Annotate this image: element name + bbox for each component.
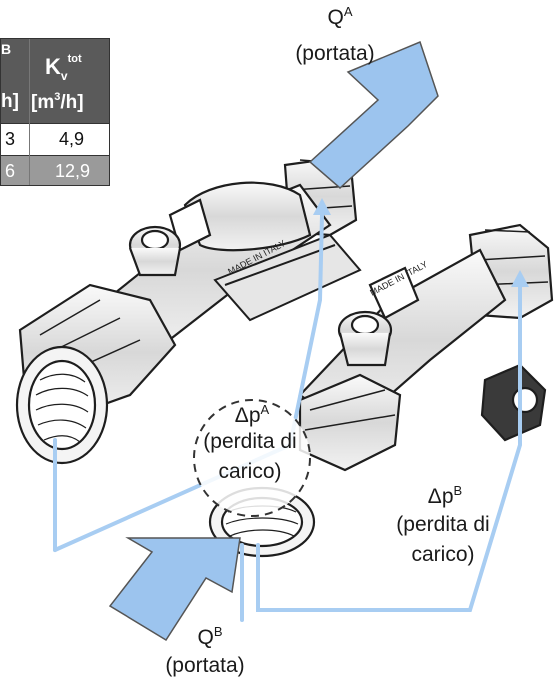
label-dpb: ΔpB <box>427 483 463 508</box>
pressure-drop-a-marker <box>193 399 311 517</box>
kv-header-col1-bottom: h] <box>1 91 19 112</box>
kv-table: B h] Kvtot [m3/h] 3 4,9 6 12,9 <box>0 38 110 186</box>
kv-row2-col2: 12,9 <box>55 161 91 181</box>
kv-row2-col1: 6 <box>5 161 16 181</box>
label-dpb-line1: (perdita di <box>396 513 490 536</box>
label-qb-desc: (portata) <box>165 654 245 677</box>
flow-arrowhead-a <box>313 198 331 215</box>
flow-arrow-qa <box>308 40 439 190</box>
kv-table-header <box>1 39 109 123</box>
label-qa-desc: (portata) <box>295 42 375 65</box>
valve-a <box>15 156 358 465</box>
kv-header-col2-unit: [m3/h] <box>31 91 84 113</box>
kv-table-row-2 <box>1 155 109 185</box>
label-dpa: ΔpA <box>234 402 270 427</box>
flow-arrowhead-b <box>511 270 529 287</box>
label-dpa-line2: carico) <box>218 460 282 483</box>
flow-arrow-qb <box>108 537 241 642</box>
kv-table-row-1 <box>1 123 109 156</box>
label-qb: QB <box>197 624 223 649</box>
bridge-manifold <box>213 233 362 322</box>
label-dpa-line1: (perdita di <box>203 430 297 453</box>
label-qa: QA <box>327 4 353 29</box>
label-dpb-line2: carico) <box>411 543 475 566</box>
kv-header-col2-symbol: Kvtot <box>45 53 82 83</box>
kv-header-col1-top: B <box>1 41 12 57</box>
kv-row1-col2: 4,9 <box>59 129 85 149</box>
kv-table-divider <box>29 39 30 185</box>
kv-row1-col1: 3 <box>5 129 16 149</box>
